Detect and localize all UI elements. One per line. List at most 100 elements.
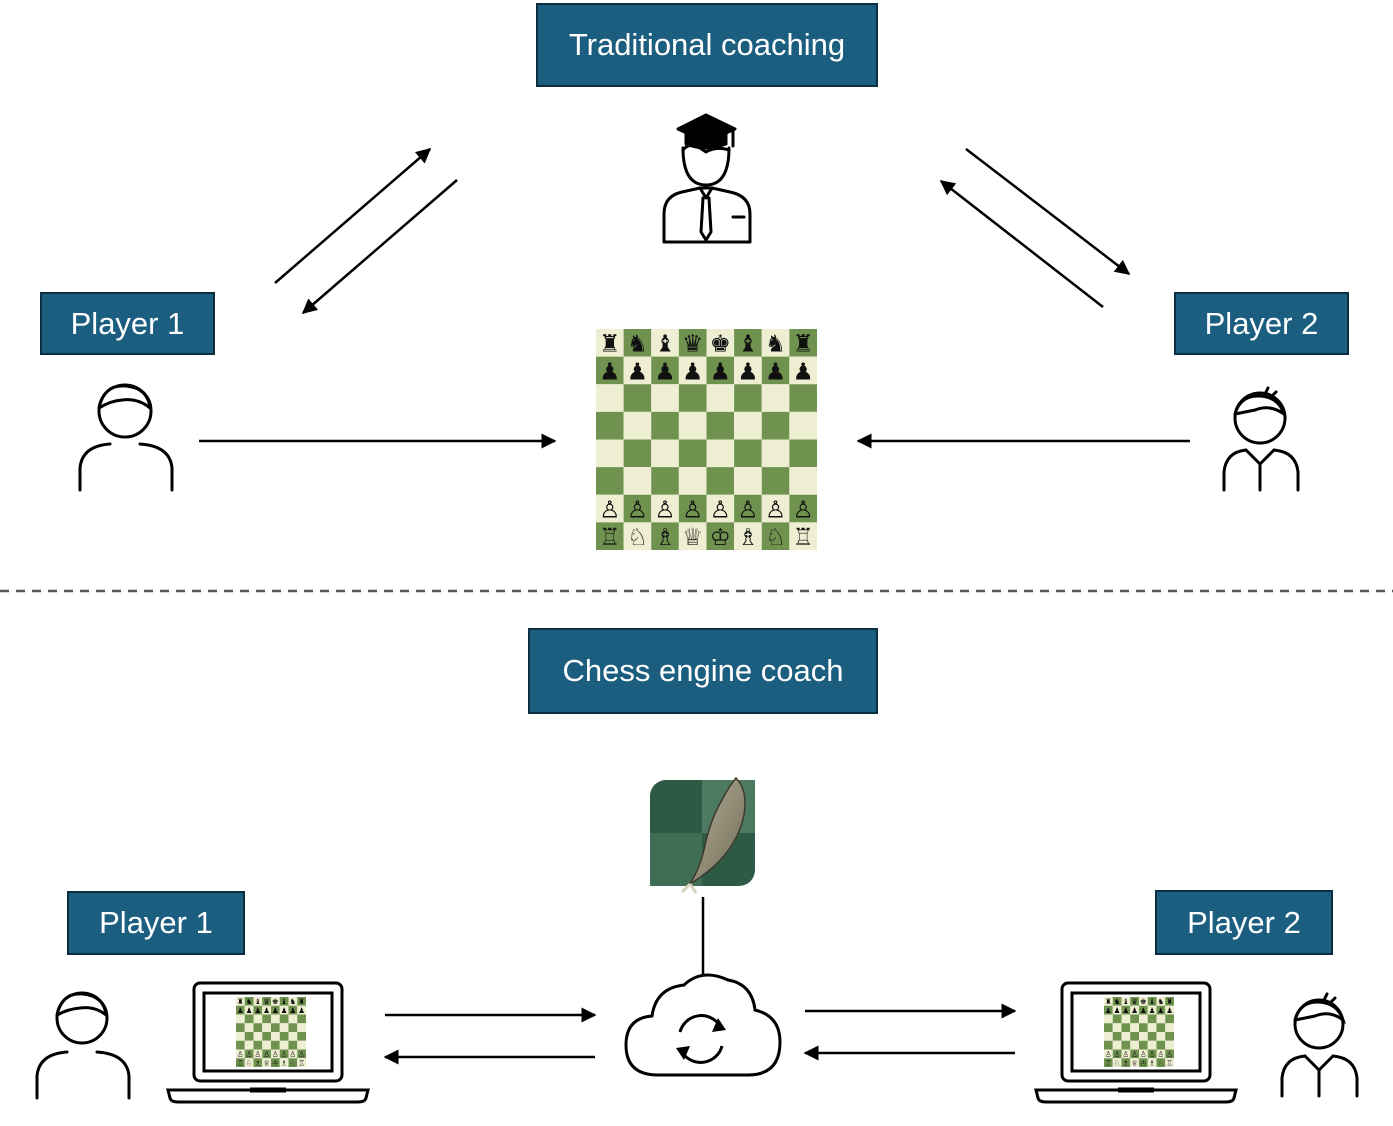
chess-piece-icon: ♟ xyxy=(1131,1006,1138,1015)
board-square xyxy=(734,356,762,385)
board-square xyxy=(789,494,817,523)
board-square xyxy=(761,329,790,357)
player1-label-top: Player 1 xyxy=(40,292,215,355)
board-square xyxy=(1112,1005,1122,1015)
board-square xyxy=(279,1049,289,1059)
player2-text-top: Player 2 xyxy=(1204,305,1319,341)
board-square xyxy=(1165,997,1174,1006)
chess-piece-icon: ♟ xyxy=(255,1006,262,1015)
board-square xyxy=(297,1040,306,1050)
board-square xyxy=(262,1005,271,1015)
board-square xyxy=(1104,1023,1113,1032)
chess-piece-icon: ♜ xyxy=(1166,997,1173,1006)
board-square xyxy=(253,1058,263,1067)
board-square xyxy=(706,329,735,357)
chess-engine-coach-label: Chess engine coach xyxy=(528,628,878,714)
chess-piece-icon: ♘ xyxy=(627,523,648,551)
chess-piece-icon: ♙ xyxy=(290,1050,297,1059)
chess-piece-icon: ♟ xyxy=(1105,1006,1112,1015)
chess-piece-icon: ♗ xyxy=(1149,1058,1156,1067)
board-square xyxy=(623,494,652,523)
board-square xyxy=(789,356,817,385)
board-square xyxy=(271,1032,280,1041)
chess-piece-icon: ♝ xyxy=(1149,997,1156,1006)
chess-piece-icon: ♖ xyxy=(793,523,814,551)
chess-piece-icon: ♙ xyxy=(655,495,676,523)
board-square xyxy=(1104,1005,1113,1015)
board-square xyxy=(271,1005,280,1015)
board-square xyxy=(761,522,790,550)
board-square xyxy=(623,384,652,412)
board-square xyxy=(236,1040,245,1050)
board-square xyxy=(1156,1014,1166,1024)
traditional-coaching-text: Traditional coaching xyxy=(568,27,846,62)
board-square xyxy=(288,1005,298,1015)
chess-piece-icon: ♙ xyxy=(793,495,814,523)
board-square xyxy=(623,439,652,468)
board-square xyxy=(236,1014,245,1024)
board-square xyxy=(1139,1005,1148,1015)
board-square xyxy=(1104,1058,1113,1067)
person-icon-player2-bottom xyxy=(1280,992,1359,1098)
board-square xyxy=(1104,1032,1113,1041)
board-square xyxy=(1165,1023,1174,1032)
board-square xyxy=(596,411,624,440)
board-square xyxy=(271,1014,280,1024)
chess-piece-icon: ♜ xyxy=(298,997,305,1006)
chess-piece-icon: ♞ xyxy=(1158,997,1165,1006)
chess-piece-icon: ♔ xyxy=(1140,1058,1147,1067)
board-square xyxy=(734,522,762,550)
board-square xyxy=(623,467,652,495)
board-square xyxy=(761,411,790,440)
board-square xyxy=(678,467,707,495)
board-square xyxy=(734,439,762,468)
player2-text-bottom: Player 2 xyxy=(1187,904,1301,940)
board-square xyxy=(596,384,624,412)
chess-piece-icon: ♚ xyxy=(710,330,731,358)
chess-piece-icon: ♞ xyxy=(627,330,648,358)
board-square xyxy=(271,1040,280,1050)
board-square xyxy=(1130,1040,1139,1050)
board-square xyxy=(1130,1023,1139,1032)
chess-piece-icon: ♟ xyxy=(599,357,620,385)
board-square xyxy=(1139,1058,1148,1067)
board-square xyxy=(761,467,790,495)
chessboard-icon: ♜♞♝♛♚♝♞♜♟♟♟♟♟♟♟♟♙♙♙♙♙♙♙♙♖♘♗♕♔♗♘♖ xyxy=(596,329,817,551)
board-square xyxy=(1130,1014,1139,1024)
top-arrows xyxy=(199,148,1190,449)
board-square xyxy=(706,384,735,412)
board-square xyxy=(1165,1049,1174,1059)
chess-piece-icon: ♕ xyxy=(263,1058,270,1067)
chess-piece-icon: ♙ xyxy=(255,1050,262,1059)
board-square xyxy=(789,329,817,357)
chess-piece-icon: ♘ xyxy=(765,523,786,551)
chess-piece-icon: ♙ xyxy=(1105,1050,1112,1059)
chess-piece-icon: ♝ xyxy=(737,330,758,358)
board-square xyxy=(262,1014,271,1024)
board-square xyxy=(244,1049,254,1059)
board-square xyxy=(297,1023,306,1032)
board-square xyxy=(279,1014,289,1024)
board-square xyxy=(288,1049,298,1059)
chess-piece-icon: ♚ xyxy=(1140,997,1147,1006)
board-square xyxy=(1104,1014,1113,1024)
board-square xyxy=(734,411,762,440)
board-square xyxy=(288,1014,298,1024)
chess-piece-icon: ♙ xyxy=(765,495,786,523)
board-square xyxy=(596,356,624,385)
chess-piece-icon: ♟ xyxy=(1123,1006,1130,1015)
chess-piece-icon: ♟ xyxy=(682,357,703,385)
board-square xyxy=(1121,1040,1131,1050)
traditional-coaching-label: Traditional coaching xyxy=(536,3,878,87)
chess-piece-icon: ♟ xyxy=(655,357,676,385)
board-square xyxy=(1104,1040,1113,1050)
chess-piece-icon: ♜ xyxy=(1105,997,1112,1006)
chess-piece-icon: ♙ xyxy=(272,1050,279,1059)
board-square xyxy=(253,1040,263,1050)
chess-piece-icon: ♖ xyxy=(599,523,620,551)
board-square xyxy=(262,1032,271,1041)
board-square xyxy=(253,1032,263,1041)
person-icon-player1-top xyxy=(78,383,174,492)
chess-piece-icon: ♙ xyxy=(1158,1050,1165,1059)
board-square xyxy=(678,522,707,550)
